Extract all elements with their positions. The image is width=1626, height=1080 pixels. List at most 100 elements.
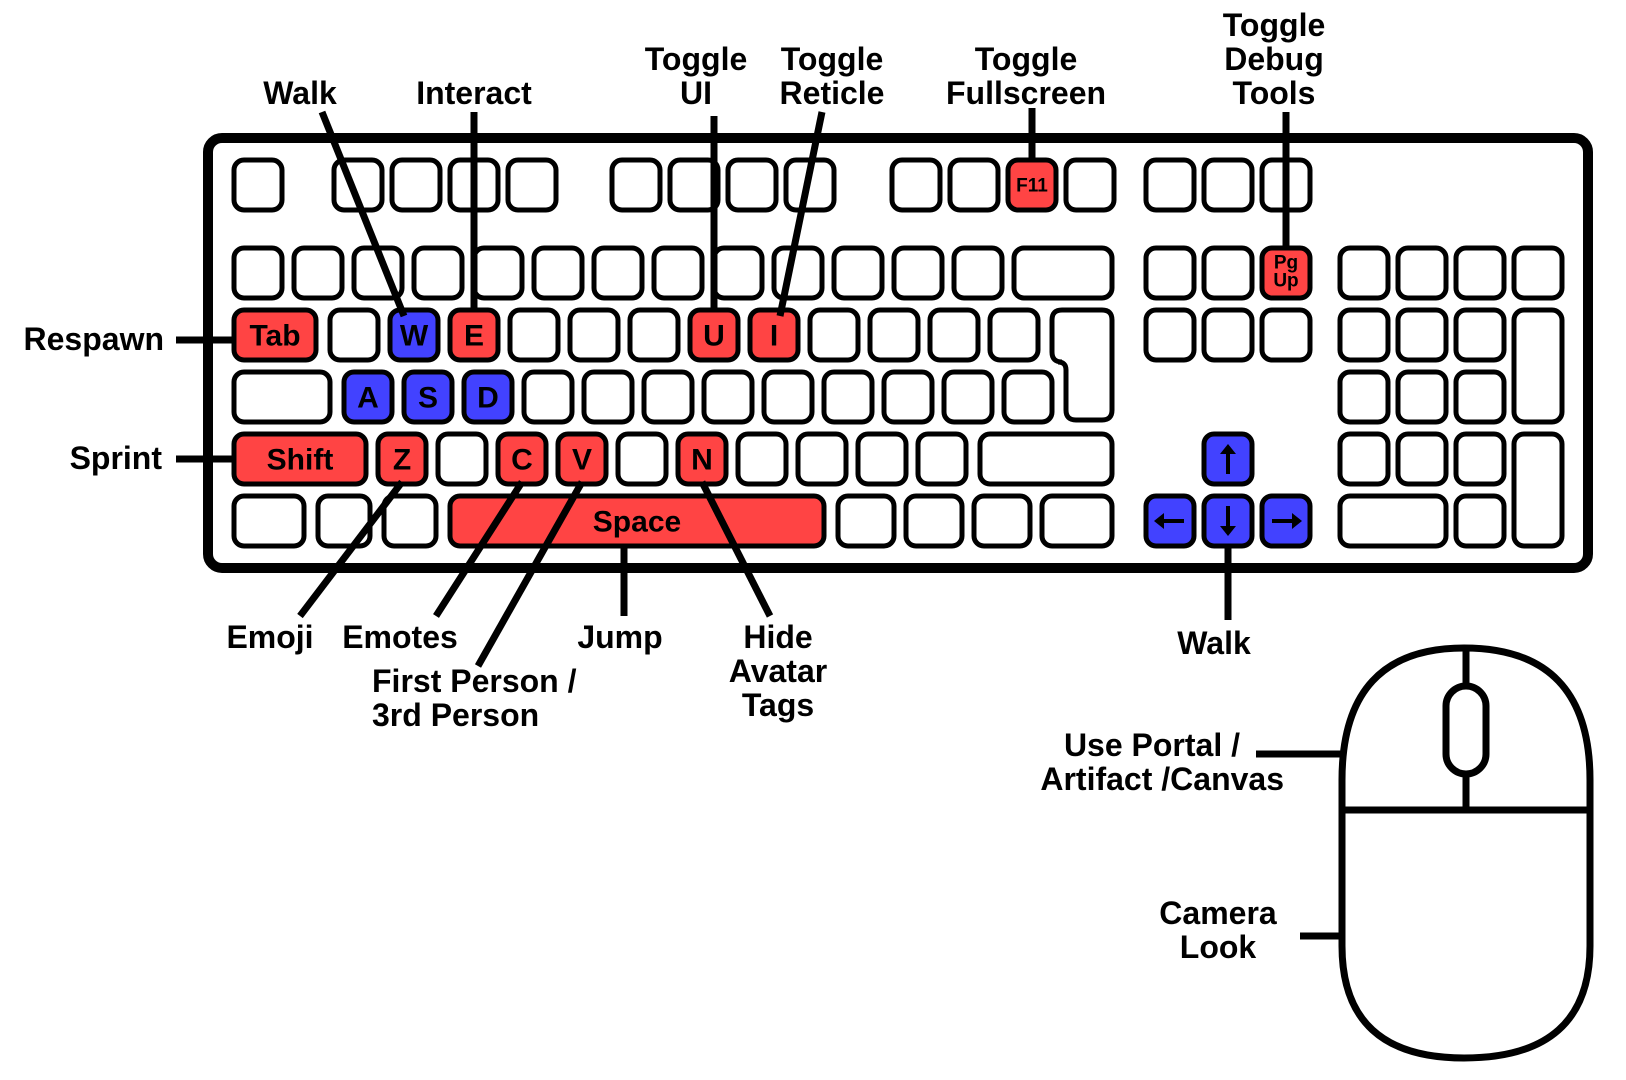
label-hide-tags-line2: Avatar: [729, 653, 827, 689]
label-use-portal-line2: Artifact /Canvas: [1040, 761, 1284, 797]
key-period: [855, 431, 909, 487]
key-num-plus: [1511, 307, 1565, 425]
key-lbracket: [927, 307, 981, 363]
key-rctrl: [1039, 493, 1115, 549]
number-row: Pg Up: [231, 245, 1565, 301]
key-g: [581, 369, 635, 425]
mouse-icon: [1338, 644, 1594, 1062]
label-emotes: Emotes: [342, 619, 458, 655]
key-e-label: E: [464, 320, 484, 353]
key-numlock: [1337, 245, 1391, 301]
key-f2: [389, 157, 443, 213]
label-respawn: Respawn: [24, 321, 164, 357]
key-h: [641, 369, 695, 425]
home-row: A S D: [231, 369, 1507, 425]
key-6: [591, 245, 645, 301]
key-0: [831, 245, 885, 301]
key-o: [807, 307, 861, 363]
key-capslock: [231, 369, 333, 425]
qwerty-row: Tab W E U I: [231, 307, 1565, 425]
key-i-label: I: [770, 320, 778, 353]
key-b: [615, 431, 669, 487]
key-backspace: [1011, 245, 1115, 301]
label-walk-bottom: Walk: [1177, 625, 1251, 661]
arrow-up-icon: [1220, 444, 1236, 474]
key-s-label: S: [418, 382, 438, 415]
key-f6: [667, 157, 721, 213]
key-num-decimal: [1453, 493, 1507, 549]
key-ralt: [835, 493, 897, 549]
key-s: [401, 369, 455, 425]
key-f: [521, 369, 575, 425]
label-toggle-ui-line1: Toggle: [645, 41, 748, 77]
key-enter: [1049, 307, 1115, 423]
key-y: [627, 307, 681, 363]
key-num-3: [1453, 431, 1507, 487]
key-c-label: C: [511, 444, 533, 477]
key-a: [341, 369, 395, 425]
key-d: [461, 369, 515, 425]
key-end: [1201, 307, 1255, 363]
key-w-label: W: [400, 320, 429, 353]
label-toggle-debug-line1: Toggle: [1223, 7, 1326, 43]
key-quote: [941, 369, 995, 425]
key-t: [567, 307, 621, 363]
key-num-minus: [1511, 245, 1565, 301]
key-backtick: [231, 245, 285, 301]
key-menu: [971, 493, 1033, 549]
mouse-body: [1338, 644, 1594, 1062]
key-num-0: [1337, 493, 1449, 549]
key-num-8: [1395, 307, 1449, 363]
key-home: [1201, 245, 1255, 301]
label-toggle-fullscreen-line1: Toggle: [975, 41, 1078, 77]
key-num-1: [1337, 431, 1391, 487]
key-scrlk: [1201, 157, 1255, 213]
key-x: [435, 431, 489, 487]
key-pgdn: [1259, 307, 1313, 363]
label-toggle-reticle-line2: Reticle: [780, 75, 885, 111]
label-use-portal-line1: Use Portal /: [1064, 727, 1240, 763]
key-num-4: [1337, 369, 1391, 425]
key-prtsc: [1143, 157, 1197, 213]
key-f5: [609, 157, 663, 213]
key-lctrl: [231, 493, 307, 549]
key-num-divide: [1395, 245, 1449, 301]
key-num-multiply: [1453, 245, 1507, 301]
label-camera-look-line2: Look: [1180, 929, 1257, 965]
key-space-label: Space: [593, 506, 681, 539]
key-num-9: [1453, 307, 1507, 363]
leader-emotes: [433, 480, 525, 618]
leader-hide-tags: [698, 480, 774, 618]
key-3: [411, 245, 465, 301]
label-toggle-fullscreen-line2: Fullscreen: [946, 75, 1106, 111]
label-walk-top: Walk: [263, 75, 337, 111]
key-r: [507, 307, 561, 363]
key-minus: [891, 245, 945, 301]
labels: Walk Interact Toggle UI Toggle Reticle T…: [24, 7, 1326, 965]
leader-walk-top: [318, 110, 408, 318]
key-m: [735, 431, 789, 487]
key-rwin: [903, 493, 965, 549]
leader-toggle-reticle: [776, 111, 826, 317]
key-pgup-label-line1: Pg: [1274, 253, 1298, 274]
key-num-7: [1337, 307, 1391, 363]
key-num-6: [1453, 369, 1507, 425]
key-i: [747, 307, 801, 363]
label-toggle-debug-line3: Tools: [1233, 75, 1316, 111]
label-toggle-ui-line2: UI: [680, 75, 712, 111]
key-l: [821, 369, 875, 425]
key-1: [291, 245, 345, 301]
label-hide-tags-line1: Hide: [743, 619, 812, 655]
key-5: [531, 245, 585, 301]
key-n-label: N: [691, 444, 713, 477]
key-w: [387, 307, 441, 363]
key-equals: [951, 245, 1005, 301]
label-emoji: Emoji: [226, 619, 313, 655]
label-first-person-line1: First Person /: [372, 663, 577, 699]
key-z-label: Z: [393, 444, 411, 477]
label-first-person-line2: 3rd Person: [372, 697, 539, 733]
key-insert: [1143, 245, 1197, 301]
key-comma: [795, 431, 849, 487]
key-f10: [947, 157, 1001, 213]
key-f11-label: F11: [1016, 176, 1048, 197]
